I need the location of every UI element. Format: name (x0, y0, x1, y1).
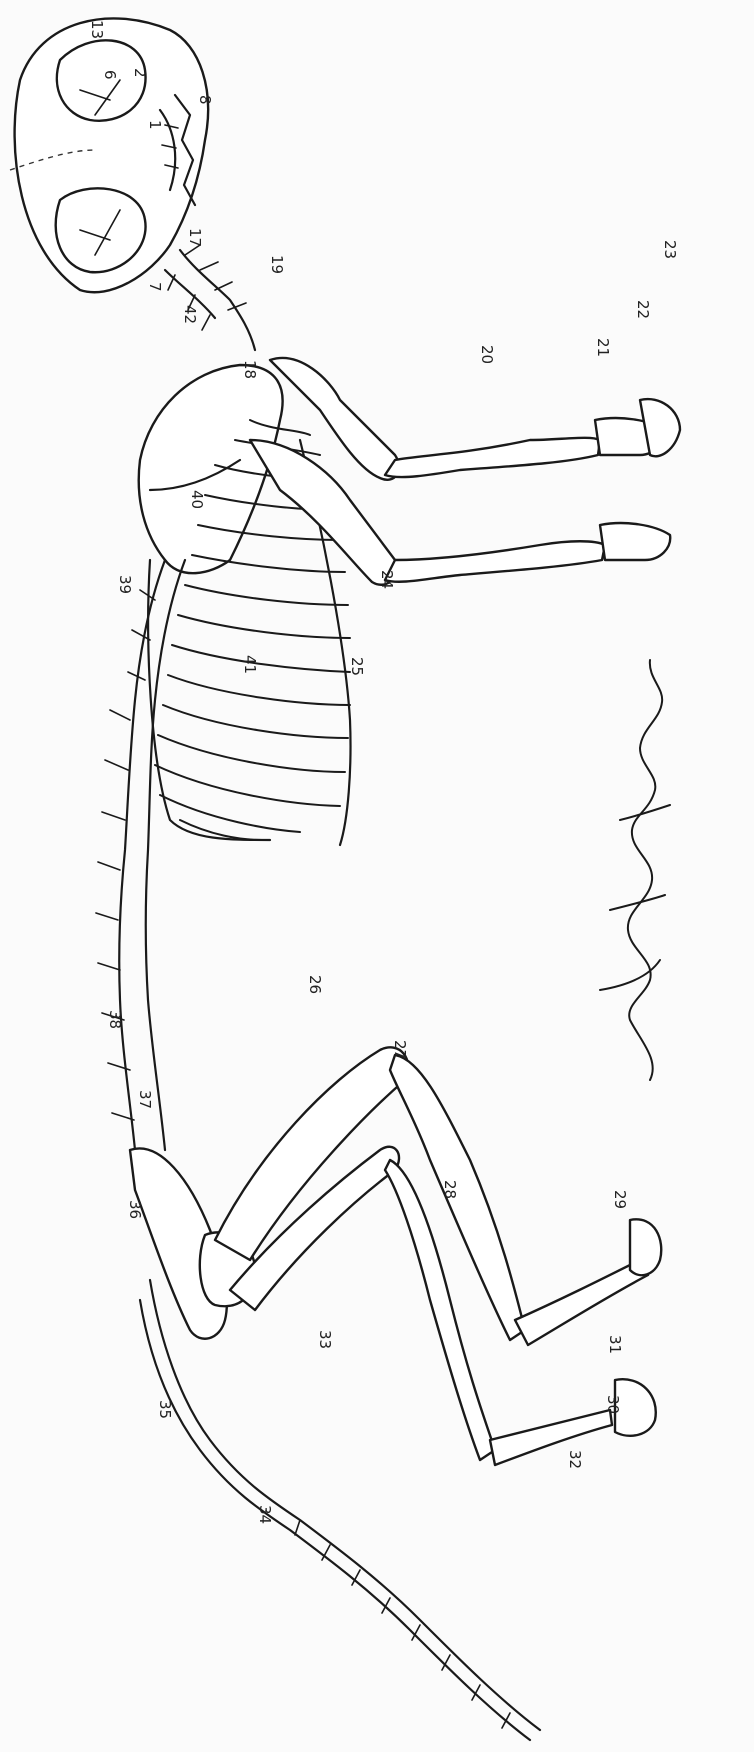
label-42: 42 (181, 305, 199, 324)
scapula (139, 365, 283, 573)
front-legs (250, 358, 680, 585)
label-37: 37 (136, 1090, 154, 1109)
skull (10, 18, 208, 292)
label-26: 26 (306, 975, 324, 994)
label-40: 40 (188, 490, 206, 509)
label-1: 1 (146, 120, 164, 130)
label-28: 28 (441, 1180, 459, 1199)
label-17: 17 (186, 228, 204, 247)
label-21: 21 (594, 338, 612, 357)
label-34: 34 (256, 1505, 274, 1524)
label-22: 22 (634, 300, 652, 319)
label-31: 31 (606, 1335, 624, 1354)
label-27: 27 (391, 1040, 409, 1059)
label-7: 7 (146, 282, 164, 292)
label-36: 36 (126, 1200, 144, 1219)
label-19: 19 (268, 255, 286, 274)
label-32: 32 (566, 1450, 584, 1469)
spine (96, 560, 185, 1150)
back-legs (215, 1047, 661, 1465)
label-39: 39 (116, 575, 134, 594)
label-8: 8 (196, 95, 214, 105)
label-35: 35 (156, 1400, 174, 1419)
tail (140, 1280, 540, 1740)
label-13: 13 (88, 20, 106, 39)
label-2: 2 (131, 68, 149, 78)
label-25: 25 (348, 657, 366, 676)
neck-vertebrae (165, 245, 255, 350)
label-30: 30 (604, 1395, 622, 1414)
label-41: 41 (241, 655, 259, 674)
label-33: 33 (316, 1330, 334, 1349)
label-18: 18 (241, 360, 259, 379)
label-38: 38 (106, 1010, 124, 1029)
label-29: 29 (611, 1190, 629, 1209)
label-24: 24 (378, 570, 396, 589)
label-6: 6 (101, 70, 119, 80)
label-23: 23 (661, 240, 679, 259)
label-20: 20 (478, 345, 496, 364)
artist-signature (600, 660, 670, 1080)
